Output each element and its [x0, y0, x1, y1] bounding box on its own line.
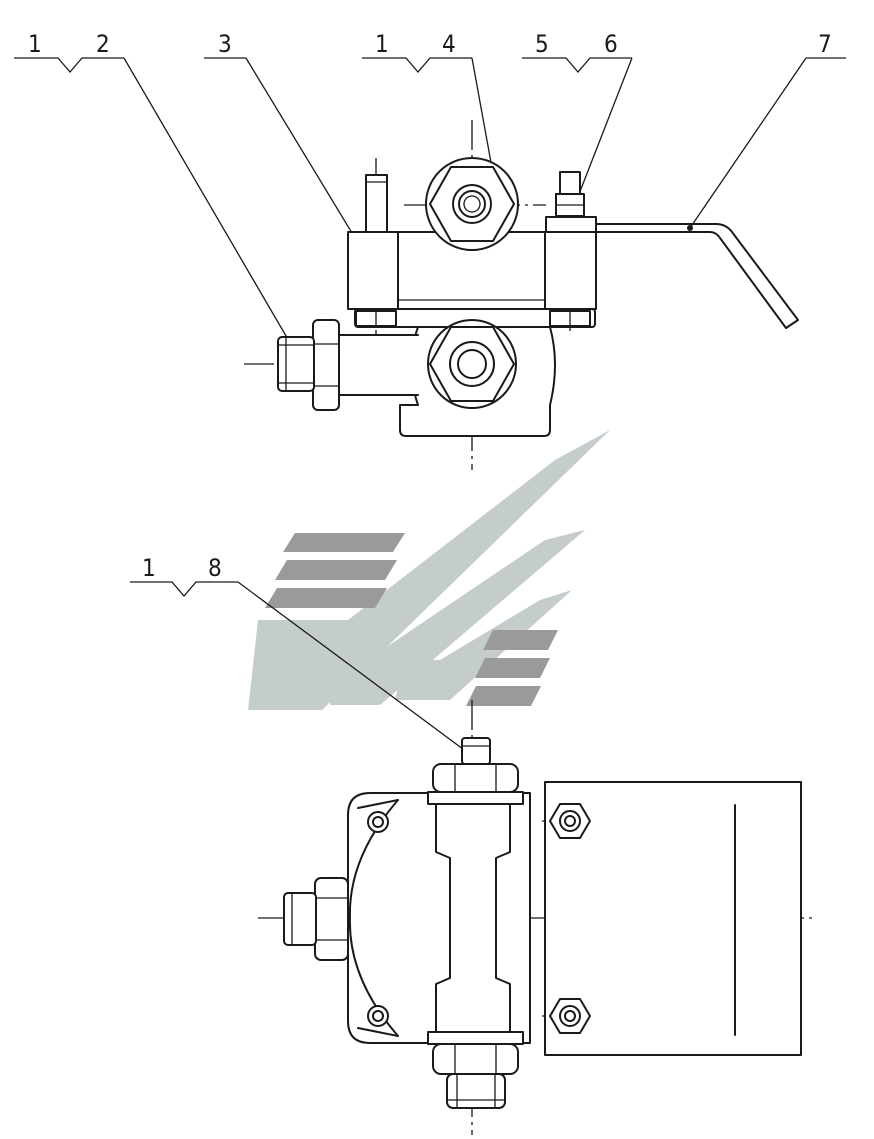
- callout-number: 3: [218, 30, 232, 58]
- callout-number: 1: [142, 554, 156, 582]
- top-view: [244, 120, 799, 470]
- callout-1-2: 1 2: [14, 30, 303, 363]
- callout-7: 7: [687, 30, 846, 231]
- callout-number: 6: [604, 30, 618, 58]
- callout-number: 4: [442, 30, 456, 58]
- callout-1-8: 1 8: [130, 554, 478, 761]
- callout-number: 5: [535, 30, 549, 58]
- bottom-view: [258, 700, 816, 1135]
- callout-number: 1: [375, 30, 389, 58]
- watermark-logo: [248, 430, 610, 710]
- callout-number: 2: [96, 30, 110, 58]
- callout-number: 7: [818, 30, 832, 58]
- callout-number: 1: [28, 30, 42, 58]
- callout-number: 8: [208, 554, 222, 582]
- callout-5-6: 5 6: [522, 30, 633, 215]
